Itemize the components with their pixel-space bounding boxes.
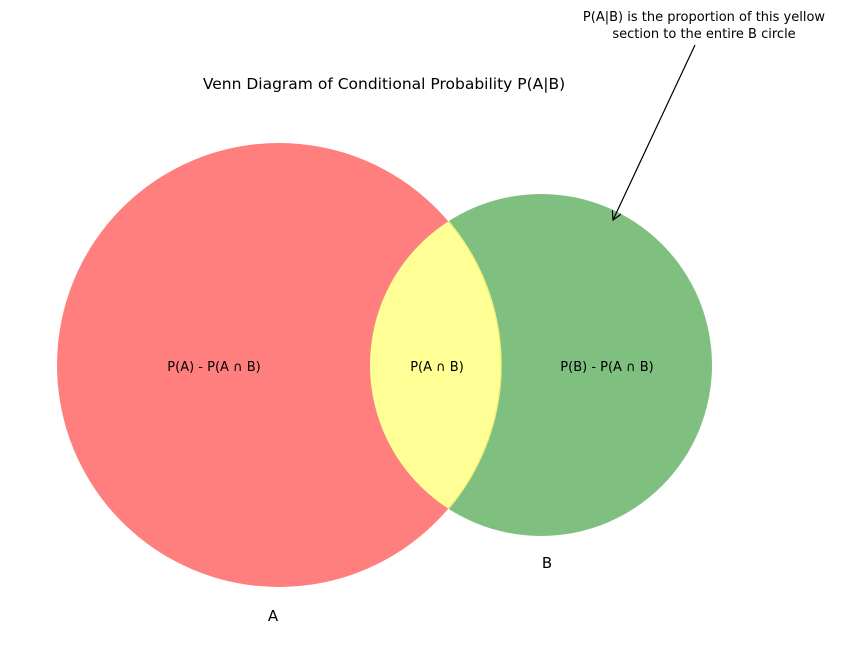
set-label-a: A xyxy=(268,607,279,625)
region-label-a-only: P(A) - P(A ∩ B) xyxy=(167,360,260,375)
intersection-edge xyxy=(370,194,502,536)
annotation-arrow xyxy=(613,44,696,220)
region-label-intersection: P(A ∩ B) xyxy=(410,360,464,375)
annotation-line-1: P(A|B) is the proportion of this yellow xyxy=(583,10,826,25)
set-label-b: B xyxy=(542,554,552,572)
region-label-b-only: P(B) - P(A ∩ B) xyxy=(560,360,653,375)
diagram-title: Venn Diagram of Conditional Probability … xyxy=(203,75,565,93)
annotation-line-2: section to the entire B circle xyxy=(612,27,795,42)
set-a-circle xyxy=(57,143,501,587)
